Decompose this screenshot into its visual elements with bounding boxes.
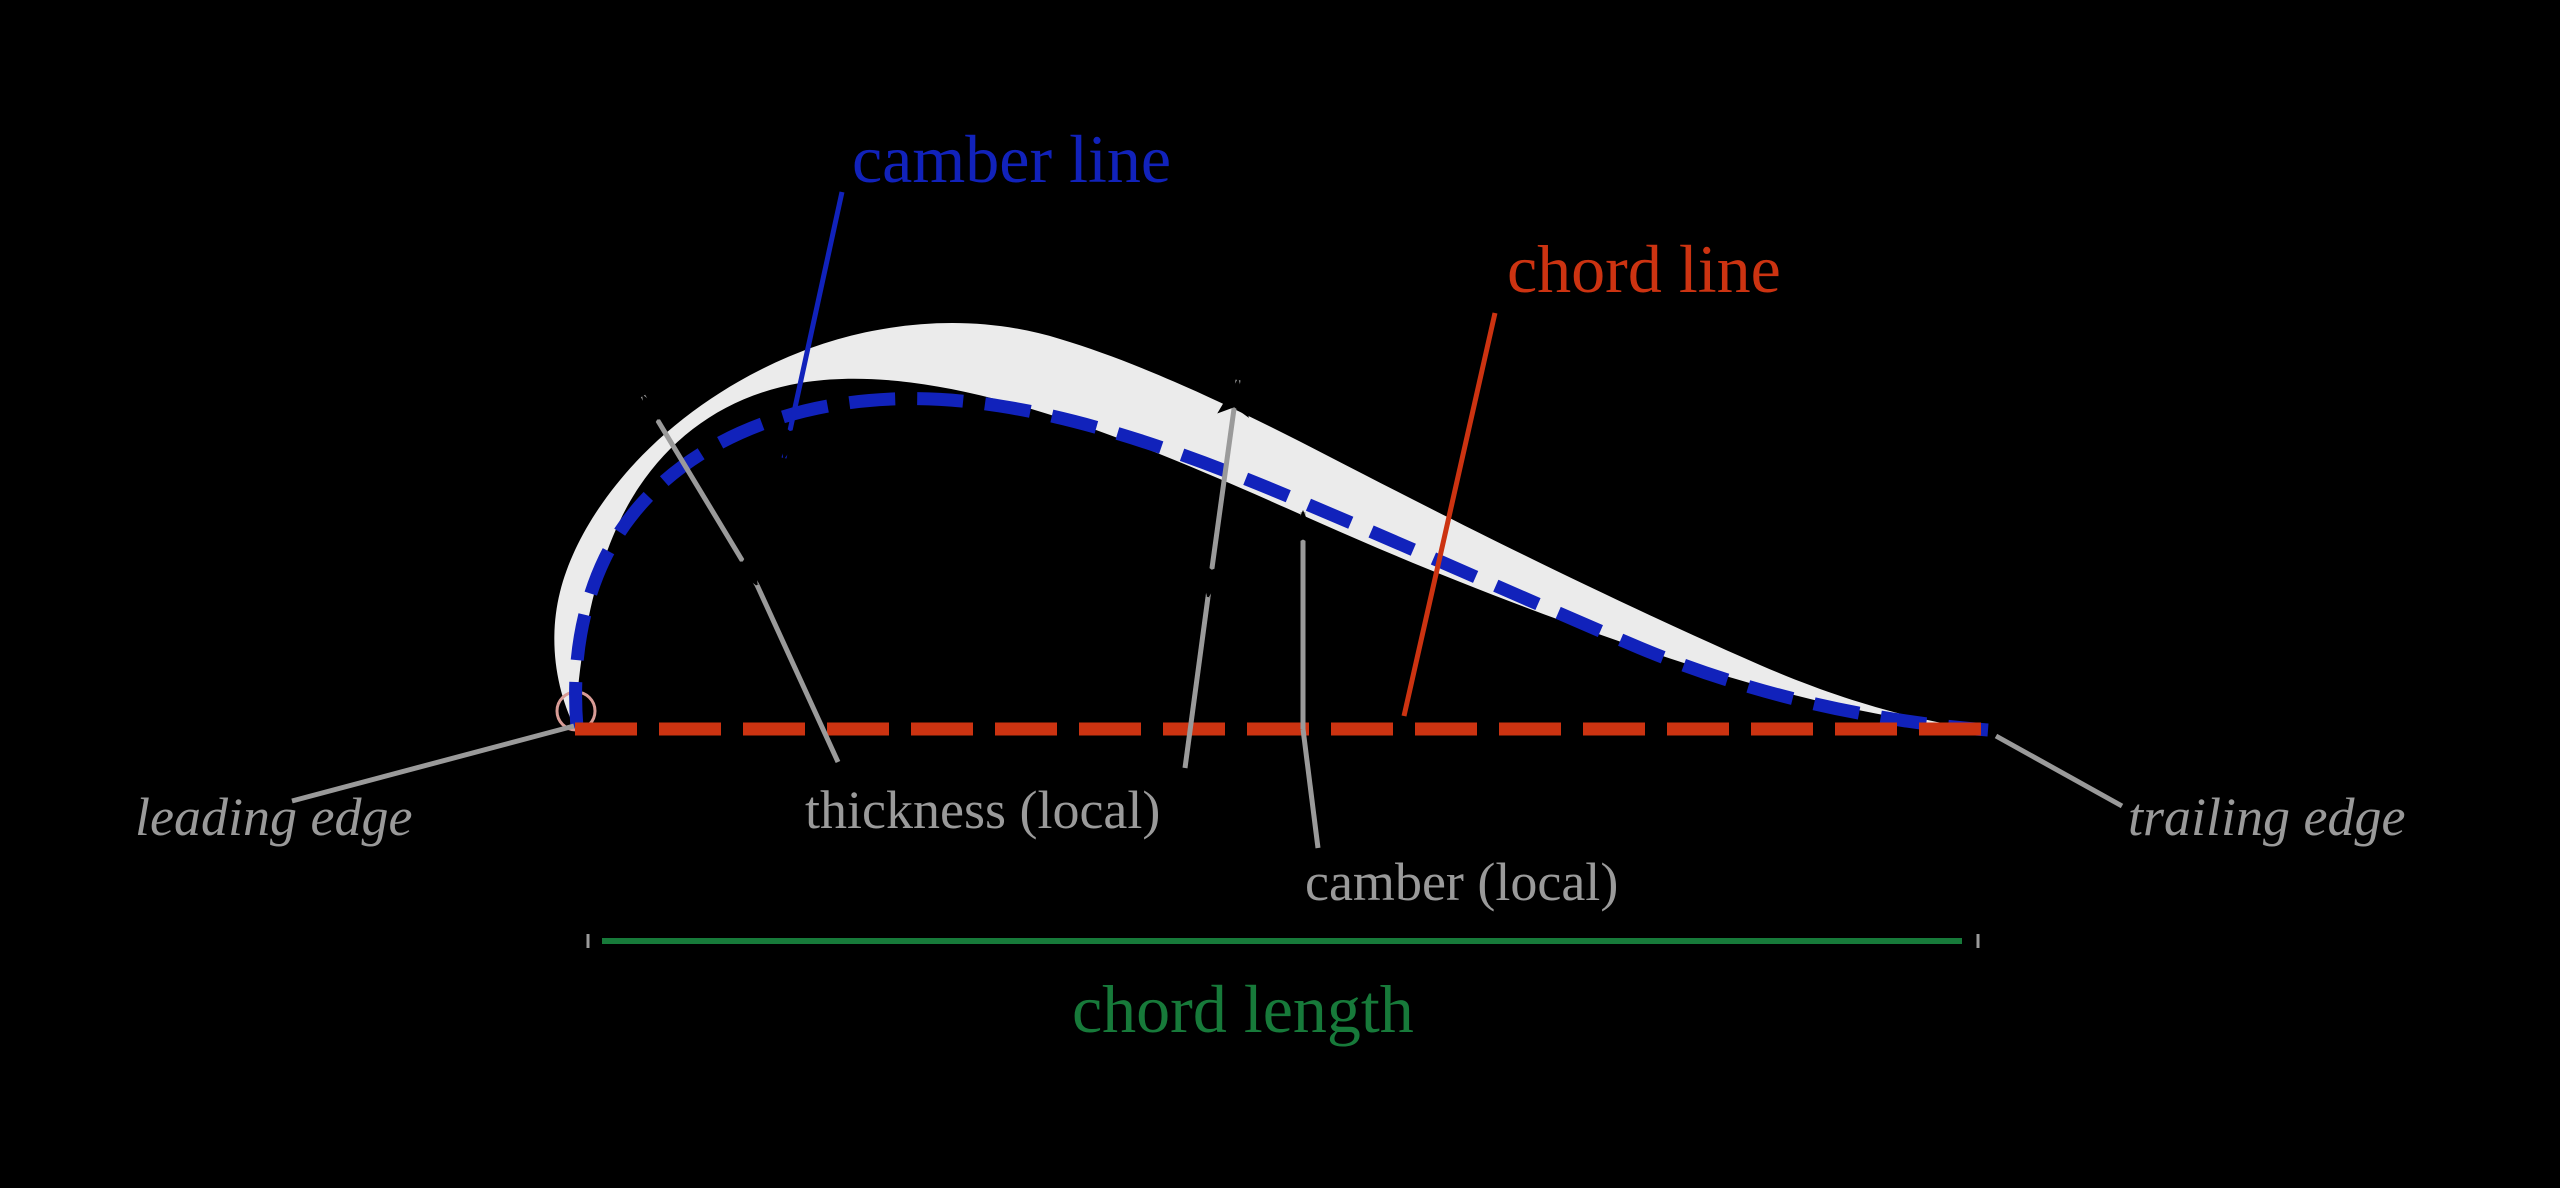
airfoil-body <box>554 323 1989 730</box>
leading-edge-label: leading edge <box>135 787 413 847</box>
camber-line-label: camber line <box>852 121 1172 197</box>
thickness-arrow-2 <box>1197 378 1249 599</box>
trailing-edge-leader <box>1994 733 2124 809</box>
camber-local-label: camber (local) <box>1305 852 1619 912</box>
leading-edge-leader <box>291 723 575 804</box>
camber-line-leader <box>776 191 845 460</box>
thickness-arrow-1 <box>640 394 760 587</box>
thickness-arrow-1-leader <box>754 583 841 764</box>
camber-line-path <box>569 392 1989 737</box>
thickness-local-label: thickness (local) <box>805 780 1161 840</box>
thickness-arrow-2-leader <box>1182 596 1211 769</box>
chord-line-label: chord line <box>1507 231 1781 307</box>
chord-line-leader <box>1401 312 1498 717</box>
camber-local-leader <box>1300 728 1321 849</box>
trailing-edge-label: trailing edge <box>2128 787 2406 847</box>
chord-length-label: chord length <box>1072 971 1414 1047</box>
